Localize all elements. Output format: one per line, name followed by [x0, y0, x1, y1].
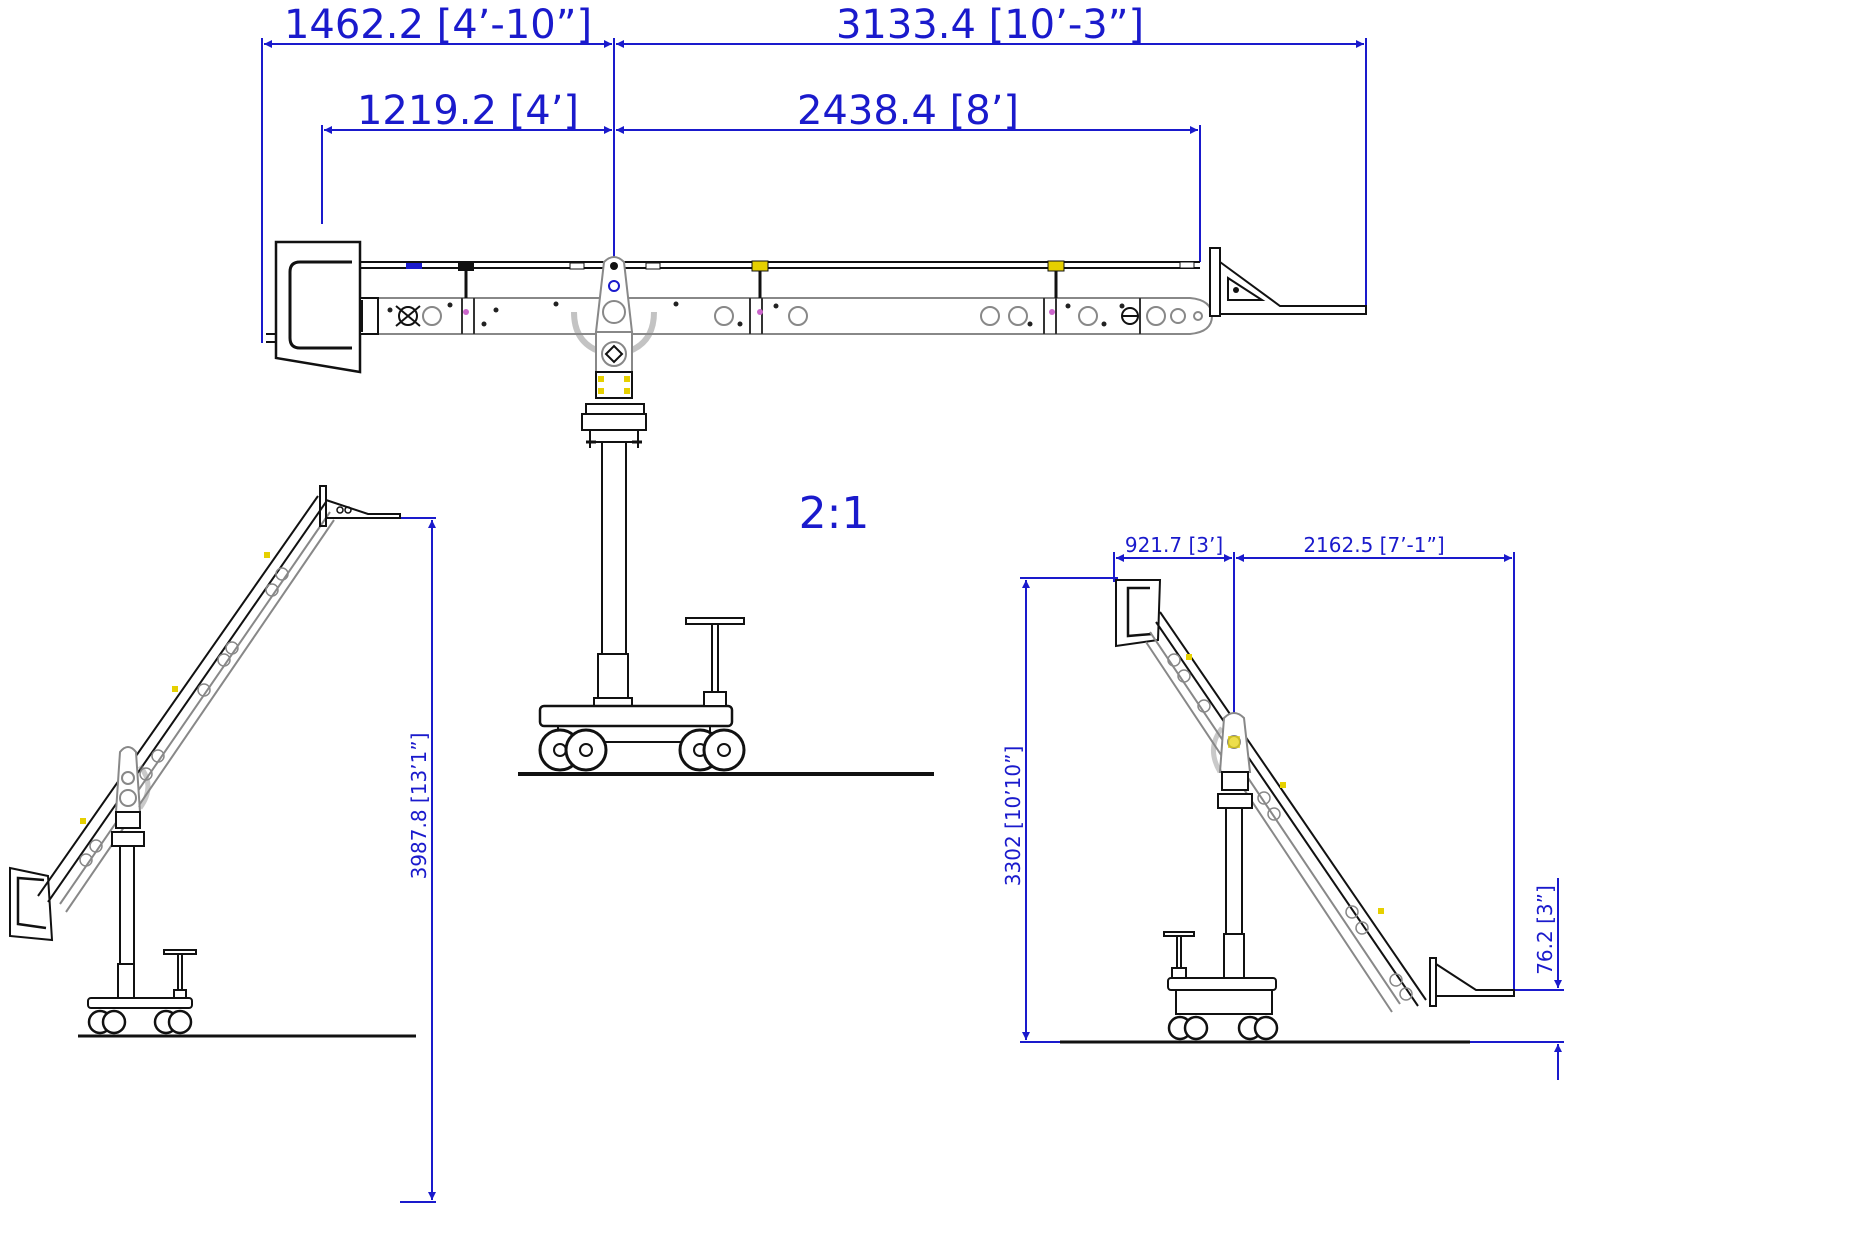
counterweight-tray — [266, 240, 362, 374]
camera-plate — [1209, 247, 1367, 317]
scale-label: 2:1 — [799, 488, 870, 539]
dim-right-clearance: 76.2 [3”] — [1533, 885, 1557, 975]
dim-left-height: 3987.8 [13’1”] — [407, 733, 431, 880]
dim-inner-left: 1219.2 [4’] — [357, 88, 579, 134]
dim-overall-left: 1462.2 [4’-10”] — [284, 2, 592, 48]
rail-clamps — [406, 260, 1195, 315]
dim-right-top-left: 921.7 [3’] — [1125, 533, 1223, 557]
top-dimensions: 1462.2 [4’-10”] 3133.4 [10’-3”] 1219.2 [… — [261, 2, 1367, 343]
pivot-head — [571, 256, 657, 399]
dolly — [538, 617, 746, 772]
dim-right-top-right: 2162.5 [7’-1”] — [1303, 533, 1444, 557]
left-elevation: 3987.8 [13’1”] — [9, 485, 436, 1203]
dim-overall-right: 3133.4 [10’-3”] — [836, 2, 1144, 48]
dim-inner-right: 2438.4 [8’] — [797, 88, 1019, 134]
right-elevation: 921.7 [3’] 2162.5 [7’-1”] 3302 [10’10”] … — [1001, 533, 1564, 1080]
top-view-crane — [266, 240, 1367, 776]
dim-right-height: 3302 [10’10”] — [1001, 746, 1025, 886]
